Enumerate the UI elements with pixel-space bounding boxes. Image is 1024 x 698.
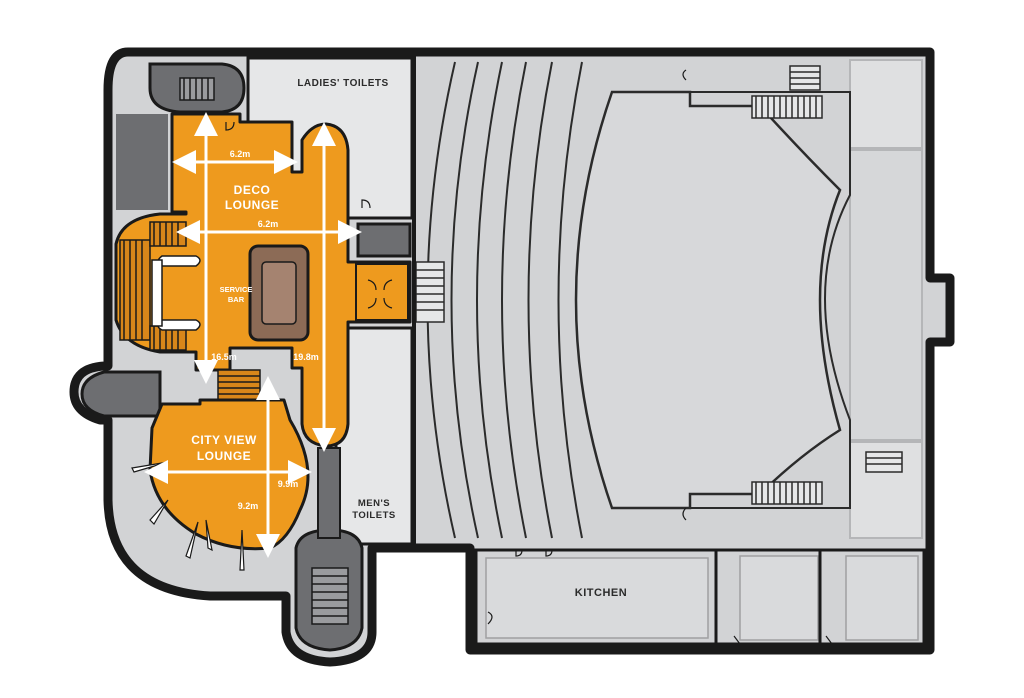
auditorium-seating bbox=[426, 61, 583, 539]
dim-city-height: 9.2m bbox=[238, 501, 259, 511]
service-column bbox=[116, 114, 168, 210]
stage bbox=[574, 90, 842, 510]
dim-deco-width-top: 6.2m bbox=[230, 149, 251, 159]
city-view-lounge-label-line1: CITY VIEW bbox=[191, 433, 257, 447]
connecting-stairs bbox=[217, 369, 261, 401]
kitchen-block bbox=[474, 548, 926, 646]
dim-city-width: 9.9m bbox=[278, 479, 299, 489]
mens-toilets-label-line2: TOILETS bbox=[352, 510, 395, 521]
stage-stairs bbox=[751, 65, 903, 505]
kitchen-label: KITCHEN bbox=[575, 587, 627, 599]
stair-rail bbox=[157, 255, 201, 267]
left-annex bbox=[80, 370, 162, 418]
bottom-stair-steps bbox=[311, 567, 349, 625]
stair-corridor bbox=[317, 447, 341, 539]
stage-apron bbox=[690, 91, 851, 509]
dim-deco-width-mid: 6.2m bbox=[258, 219, 279, 229]
dim-deco-right-height: 19.8m bbox=[293, 352, 319, 362]
ladies-toilets-label: LADIES' TOILETS bbox=[297, 78, 388, 89]
mens-toilets-label-line1: MEN'S bbox=[358, 498, 390, 509]
backstage-room bbox=[849, 149, 923, 441]
service-bar-top bbox=[261, 261, 297, 325]
service-bar-label-line1: SERVICE bbox=[220, 285, 253, 294]
door-swings bbox=[225, 69, 833, 645]
deco-left-stairs bbox=[119, 221, 187, 351]
lift-block bbox=[356, 222, 412, 258]
deco-lounge-label-line1: DECO bbox=[234, 183, 271, 197]
auditorium-side-stairs bbox=[415, 261, 445, 323]
city-view-lounge-label-line2: LOUNGE bbox=[197, 449, 251, 463]
backstage-room bbox=[849, 59, 923, 149]
service-bar-label-line2: BAR bbox=[228, 295, 245, 304]
deco-lounge-label-line2: LOUNGE bbox=[225, 198, 279, 212]
deco-entrance bbox=[355, 263, 409, 321]
top-stair-steps bbox=[179, 77, 215, 101]
stair-rail bbox=[151, 259, 163, 327]
dimension-arrows bbox=[144, 112, 362, 558]
dim-deco-left-height: 16.5m bbox=[211, 352, 237, 362]
stair-rail bbox=[157, 319, 201, 331]
